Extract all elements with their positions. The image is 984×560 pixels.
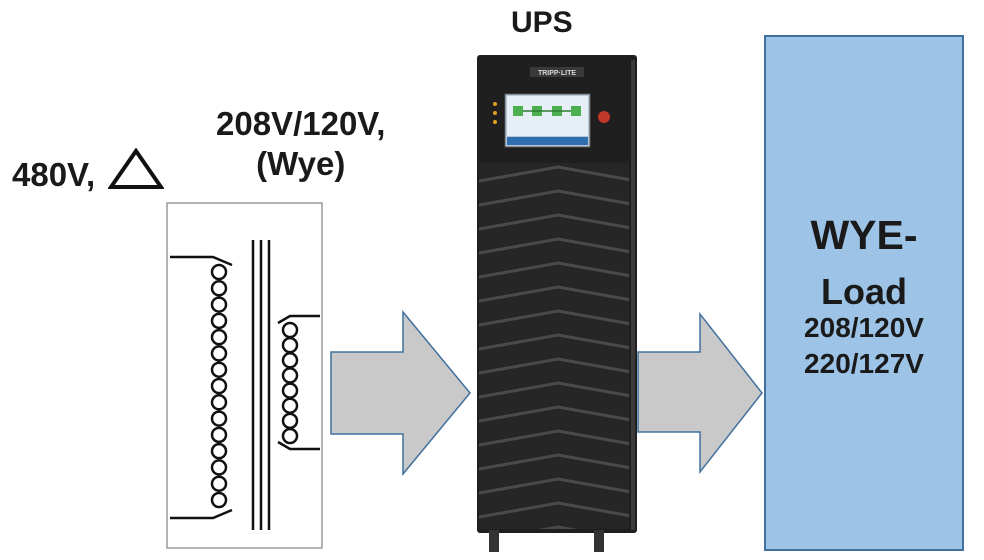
coil-loop [210,442,228,460]
ups-power-button [598,111,610,123]
ups-brand-logo [530,67,584,77]
primary-winding [170,255,233,520]
secondary-voltage-line2: (Wye) [256,145,346,182]
coil-loop [210,475,228,492]
arrow-ups-to-load [637,311,763,475]
coil-loop [210,328,228,346]
secondary-winding [277,314,320,451]
coil-loop [210,345,228,362]
coil-loop [210,426,228,444]
delta-icon [107,147,166,198]
coil-loop [210,296,228,313]
coil-loop [210,280,228,297]
load-title: WYE- [810,212,918,258]
coil-loop [210,394,228,411]
wye-load-box: WYE- Load 208/120V 220/127V [764,35,964,551]
transformer-frame [166,202,323,549]
load-voltage-1: 208/120V [804,312,924,343]
transformer-core [251,240,271,530]
svg-text:TRIPP·LITE: TRIPP·LITE [538,70,576,77]
ups-cabinet: TRIPP·LITE [477,55,637,552]
secondary-voltage-line1: 208V/120V, [216,105,386,142]
coil-loop [281,427,299,445]
coil-loop [210,312,228,330]
coil-loop [210,377,228,395]
coil-loop [210,263,228,281]
coil-loop [210,491,228,509]
coil-loop [210,361,228,378]
load-subtitle: Load [821,271,907,312]
ups-vent-grille [479,163,629,529]
secondary-voltage-label: 208V/120V, (Wye) [216,104,385,184]
ups-title: UPS [511,6,573,39]
transformer [166,202,323,549]
input-voltage-text: 480V, [12,156,96,193]
coil-loop [210,459,228,476]
arrow-transformer-to-ups [330,309,471,477]
load-voltage-2: 220/127V [804,348,924,379]
input-voltage-label: 480V, [12,147,166,198]
ups-caster-right [594,530,604,552]
ups-caster-left [489,530,499,552]
coil-loop [210,410,228,427]
